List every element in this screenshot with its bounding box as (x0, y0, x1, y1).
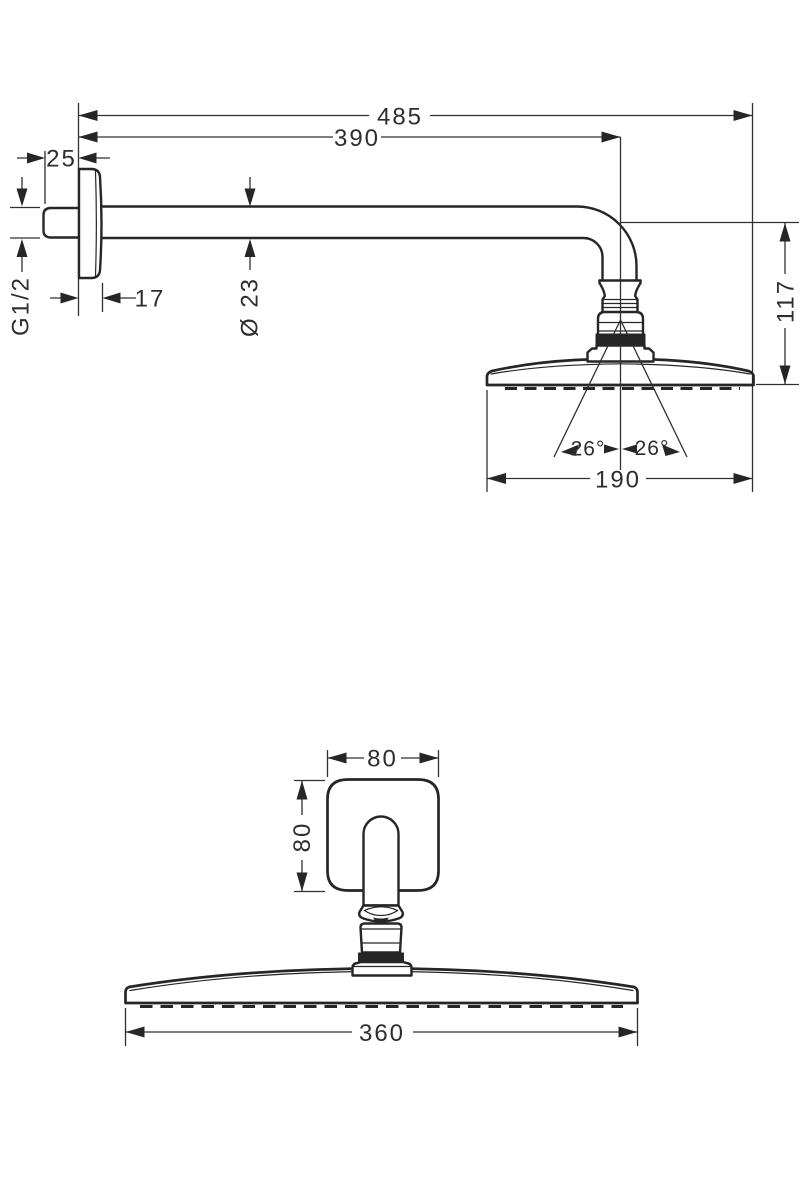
arrowhead (487, 473, 506, 484)
wall-stub (42, 206, 81, 239)
dim-label-diameter-23: Ø 23 (237, 277, 264, 337)
arrowhead (327, 752, 347, 764)
joint-flare-front (357, 904, 405, 923)
wall-escutcheon-side (77, 167, 103, 280)
arrowhead (561, 444, 579, 456)
side-view-dimension-lines (10, 103, 799, 492)
arrowhead (296, 872, 308, 892)
arrowhead (733, 473, 753, 484)
arrowhead (618, 1026, 638, 1038)
arrowhead (419, 752, 439, 764)
arrowhead (604, 444, 619, 454)
escutcheon-front-face-line (94, 170, 97, 277)
joint-nut-lines (359, 928, 403, 944)
dim-label-angle-right: 26° (635, 437, 670, 460)
joint-gasket-front (358, 952, 404, 962)
joint-nut-front (359, 922, 403, 954)
dim-label-360: 360 (359, 1020, 405, 1047)
arrowhead (779, 223, 791, 242)
joint-gasket (595, 333, 646, 346)
arrowhead (733, 110, 753, 121)
wall-escutcheon-front (326, 778, 440, 892)
arrowhead (662, 444, 680, 456)
arrowhead (16, 239, 28, 257)
front-view-labels: 80 80 360 (289, 746, 405, 1048)
head-collar-front (351, 960, 413, 977)
side-view-fixture (42, 137, 755, 470)
dim-label-80-height: 80 (289, 822, 316, 853)
joint-flare-opening (363, 906, 399, 917)
arrowhead (78, 152, 97, 164)
arrowhead (622, 444, 637, 454)
shower-arm-outer-edge (100, 205, 638, 282)
arrowhead (16, 188, 28, 207)
dim-label-80-width: 80 (367, 746, 398, 773)
arrowhead (78, 110, 98, 121)
joint-flare-shadow (373, 917, 389, 922)
arrowhead (244, 188, 256, 207)
arrowhead (60, 292, 79, 304)
dim-label-25: 25 (46, 146, 77, 173)
escutcheon-height-extension-lines (294, 779, 325, 893)
shower-arm-front (362, 815, 400, 907)
arrowhead (27, 152, 45, 164)
front-view-dimension-lines (124, 750, 639, 1046)
shower-arm-inner-edge (100, 236, 604, 282)
front-view-fixture (124, 778, 639, 1008)
joint-waist-left (598, 279, 606, 314)
dim-label-angle-left: 26° (571, 438, 606, 461)
arrowhead (78, 131, 98, 143)
arrowhead (244, 239, 256, 257)
arrowhead (779, 365, 791, 384)
dim-label-485: 485 (377, 104, 423, 131)
arrowhead (125, 1026, 145, 1038)
head-width-extension-lines (124, 1008, 639, 1046)
escutcheon-width-extension-lines (326, 750, 440, 777)
arrowhead (102, 292, 121, 304)
dim-label-g12: G1/2 (8, 276, 35, 336)
dim-label-117: 117 (773, 279, 800, 323)
dim-label-390: 390 (334, 125, 380, 152)
side-view-labels: 485 390 25 17 G1/2 Ø 23 117 26° 26° 190 (8, 104, 800, 494)
joint-waist-right (634, 279, 642, 314)
dim-label-17: 17 (135, 286, 166, 313)
arrowhead (601, 131, 621, 143)
dim-label-190: 190 (595, 467, 641, 494)
arrowhead (296, 780, 308, 800)
